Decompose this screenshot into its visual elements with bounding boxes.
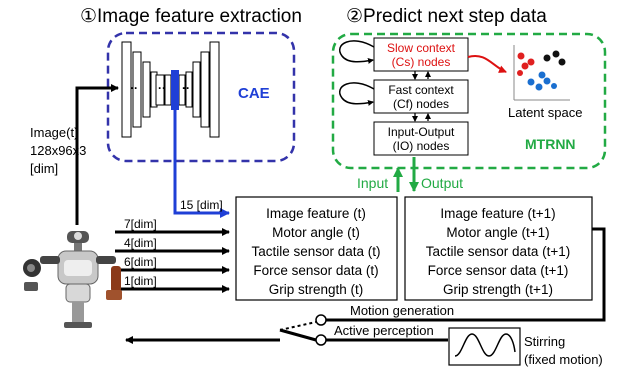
output-label: Output: [421, 175, 463, 191]
sensor-dim-label: 1[dim]: [124, 274, 157, 288]
slow-recurrent-loop: [339, 40, 375, 64]
image-input-path: [75, 84, 119, 225]
slow-context-line1: Slow context: [387, 41, 456, 55]
cae-dots: ··: [130, 81, 138, 95]
input-data-box: [235, 196, 398, 301]
mtrnn-io-node: Input-Output (IO) nodes: [373, 121, 469, 156]
stirring-line2: (fixed motion): [524, 352, 603, 367]
cae-dots: ··: [158, 81, 166, 95]
latent-space-label: Latent space: [508, 105, 582, 120]
mtrnn-region: [331, 32, 607, 170]
input-field-label: Tactile sensor data (t): [251, 244, 380, 259]
robot-icon: [23, 231, 122, 328]
image-feature-path: [173, 110, 230, 218]
sensor-dim-label: 6[dim]: [124, 255, 157, 269]
io-line1: Input-Output: [388, 125, 455, 139]
sensor-dim-label: 4[dim]: [124, 236, 157, 250]
section-title-feature-extraction: ①Image feature extraction: [80, 6, 302, 27]
slow-context-line2: (Cs) nodes: [392, 55, 451, 69]
output-field-label: Force sensor data (t+1): [428, 263, 569, 278]
image-input-line3: [dim]: [30, 161, 58, 176]
cae-region: [106, 31, 296, 163]
active-perception-label: Active perception: [334, 323, 434, 338]
input-field-label: Motor angle (t): [272, 225, 360, 240]
output-field-label: Grip strength (t+1): [443, 282, 553, 297]
stirring-box: [448, 327, 521, 366]
mtrnn-slow-node: Slow context (Cs) nodes: [373, 37, 469, 72]
input-label: Input: [357, 175, 388, 191]
switch-arm: [279, 328, 317, 342]
fast-recurrent-loop: [339, 82, 375, 106]
io-line2: (IO) nodes: [393, 139, 450, 153]
cae-bottleneck: [171, 70, 179, 110]
mtrnn-connection-arrows: [412, 71, 431, 122]
image-dim-label: 15 [dim]: [180, 198, 223, 212]
latent-space-plot: [513, 45, 570, 101]
stirring-line1: Stirring: [524, 334, 565, 349]
output-field-label: Motor angle (t+1): [446, 225, 549, 240]
output-field-label: Image feature (t+1): [440, 206, 555, 221]
mtrnn-fast-node: Fast context (Cf) nodes: [373, 79, 469, 114]
latent-arrow: [467, 54, 507, 73]
section-title-predict: ②Predict next step data: [346, 6, 547, 27]
sine-wave-icon: [454, 333, 516, 357]
switch-dashed: [279, 321, 317, 331]
input-field-label: Image feature (t): [266, 206, 366, 221]
active-perception-terminal: [315, 334, 327, 346]
fast-context-line1: Fast context: [388, 83, 454, 97]
sensor-dim-label: 7[dim]: [124, 217, 157, 231]
input-field-label: Grip strength (t): [269, 282, 364, 297]
output-field-label: Tactile sensor data (t+1): [426, 244, 570, 259]
output-feedback-path: [322, 227, 606, 322]
cae-dots: ··: [182, 81, 190, 95]
input-field-label: Force sensor data (t): [253, 263, 378, 278]
cae-label: CAE: [238, 85, 270, 102]
fast-context-line2: (Cf) nodes: [393, 97, 449, 111]
motion-generation-terminal: [315, 314, 327, 326]
motion-generation-label: Motion generation: [350, 303, 454, 318]
output-data-box: [404, 196, 593, 301]
image-input-line2: 128x96x3: [30, 143, 86, 158]
mtrnn-label: MTRNN: [525, 136, 576, 152]
image-input-line1: Image(t): [30, 125, 78, 140]
